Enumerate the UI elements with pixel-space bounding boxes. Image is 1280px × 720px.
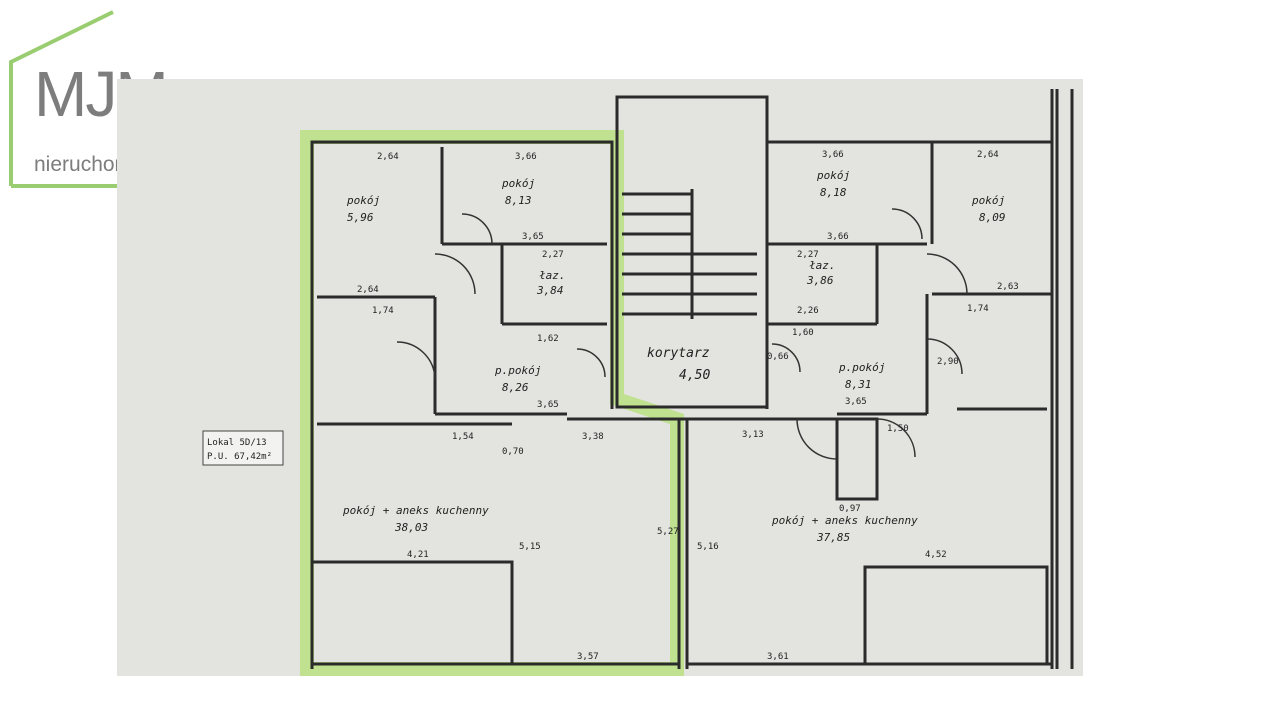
right-room-1-name: pokój xyxy=(816,169,850,182)
left-room-1-area: 5,96 xyxy=(347,211,374,224)
unit-number: Lokal 5D/13 xyxy=(207,438,267,448)
door-swings xyxy=(396,208,968,460)
right-hall-name: p.pokój xyxy=(838,361,885,374)
corridor-area: 4,50 xyxy=(679,368,710,383)
paper-background xyxy=(117,79,1083,676)
dim-label: 2,90 xyxy=(937,357,959,367)
dim-label: 2,64 xyxy=(377,152,399,162)
right-room-2-area: 8,09 xyxy=(979,211,1006,224)
left-room-2-area: 8,13 xyxy=(505,194,532,207)
dim-label: 3,66 xyxy=(822,150,844,160)
right-bath-area: 3,86 xyxy=(806,274,834,287)
dim-label: 0,66 xyxy=(767,352,789,362)
dim-label: 5,16 xyxy=(697,542,719,552)
right-room-1-area: 8,18 xyxy=(820,186,847,199)
dim-label: 3,65 xyxy=(522,232,544,242)
dim-label: 3,65 xyxy=(537,400,559,410)
floor-plan: pokój 5,96 pokój 8,13 łaz. 3,84 p.pokój … xyxy=(117,79,1083,676)
right-hall-area: 8,31 xyxy=(845,378,872,391)
left-bath-name: łaz. xyxy=(539,269,566,282)
room-labels: pokój 5,96 pokój 8,13 łaz. 3,84 p.pokój … xyxy=(342,169,1006,544)
dim-label: 1,60 xyxy=(792,328,814,338)
left-main-name: pokój + aneks kuchenny xyxy=(342,504,489,517)
left-hall-name: p.pokój xyxy=(494,364,541,377)
left-room-2-name: pokój xyxy=(501,177,535,190)
dim-label: 2,27 xyxy=(542,250,564,260)
dim-label: 3,13 xyxy=(742,430,764,440)
dim-label: 2,64 xyxy=(977,150,999,160)
dim-label: 1,74 xyxy=(372,306,394,316)
dim-label: 2,63 xyxy=(997,282,1019,292)
left-hall-area: 8,26 xyxy=(502,381,529,394)
dim-label: 1,50 xyxy=(887,424,909,434)
dim-label: 2,64 xyxy=(357,285,379,295)
left-main-area: 38,03 xyxy=(394,521,428,534)
dim-label: 2,27 xyxy=(797,250,819,260)
unit-info-box: Lokal 5D/13 P.U. 67,42m² xyxy=(202,430,284,466)
dim-label: 0,97 xyxy=(839,504,861,514)
dim-label: 1,74 xyxy=(967,304,989,314)
dim-label: 3,38 xyxy=(582,432,604,442)
right-room-2-name: pokój xyxy=(971,194,1005,207)
dim-label: 2,26 xyxy=(797,306,819,316)
dim-label: 4,21 xyxy=(407,550,429,560)
dim-label: 3,65 xyxy=(845,397,867,407)
dim-label: 3,66 xyxy=(515,152,537,162)
dim-label: 1,54 xyxy=(452,432,474,442)
dim-label: 5,27 xyxy=(657,527,679,537)
left-bath-area: 3,84 xyxy=(536,284,564,297)
dim-label: 0,70 xyxy=(502,447,524,457)
dim-label: 4,52 xyxy=(925,550,947,560)
dim-label: 3,57 xyxy=(577,652,599,662)
unit-area: P.U. 67,42m² xyxy=(207,452,272,462)
walls xyxy=(310,89,1074,669)
right-bath-name: łaz. xyxy=(809,259,836,272)
right-main-name: pokój + aneks kuchenny xyxy=(771,514,918,527)
corridor-name: korytarz xyxy=(647,346,710,361)
dim-label: 3,61 xyxy=(767,652,789,662)
dim-label: 3,66 xyxy=(827,232,849,242)
left-room-1-name: pokój xyxy=(346,194,380,207)
right-main-area: 37,85 xyxy=(816,531,850,544)
paper-shade xyxy=(117,79,1083,676)
dim-label: 1,62 xyxy=(537,334,559,344)
dimension-labels: 2,64 3,66 3,66 2,64 3,65 2,27 2,27 3,66 … xyxy=(357,150,1019,662)
dim-label: 5,15 xyxy=(519,542,541,552)
